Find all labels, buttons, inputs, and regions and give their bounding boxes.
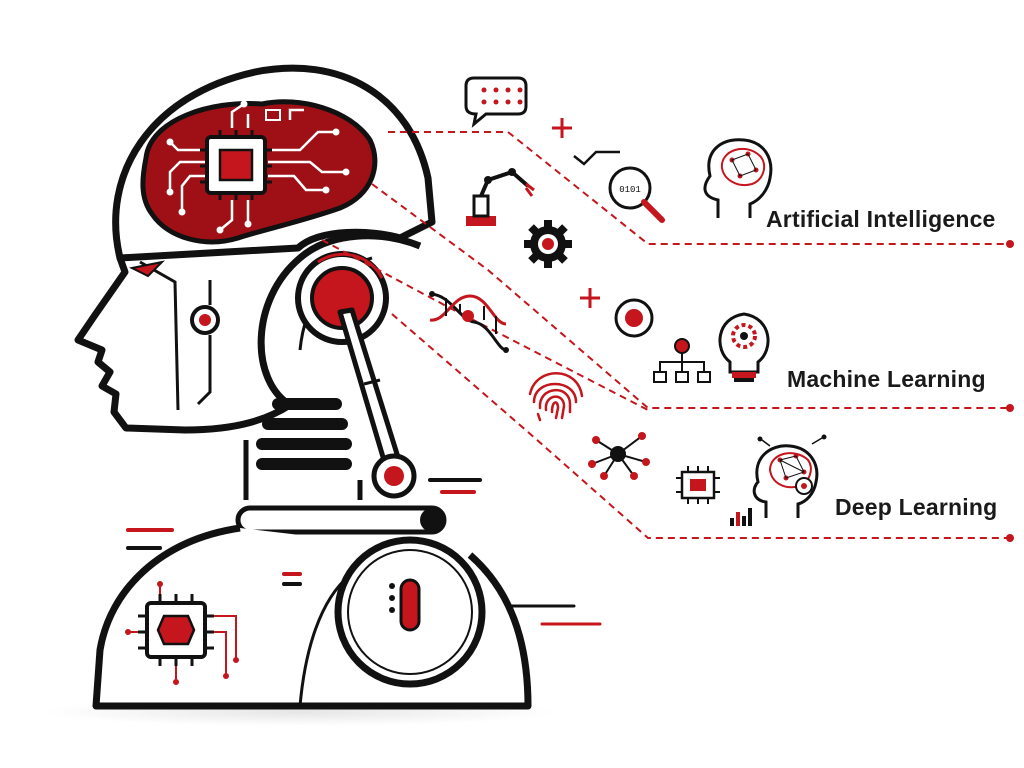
torso-chip bbox=[125, 581, 239, 685]
connector-end-dots bbox=[1006, 240, 1014, 542]
binary-text: 0101 bbox=[619, 185, 641, 195]
neck-joint bbox=[295, 251, 389, 345]
head-arc bbox=[257, 232, 422, 408]
fingerprint-icon bbox=[528, 372, 584, 422]
dna-icon bbox=[429, 291, 509, 353]
connector-dl bbox=[391, 313, 1008, 539]
neck-vents bbox=[256, 398, 352, 470]
robot-eye bbox=[128, 260, 166, 278]
gear-icon bbox=[524, 220, 572, 268]
chest-dial bbox=[334, 536, 486, 688]
neural-network-icon bbox=[588, 432, 650, 480]
robot-arm bbox=[337, 307, 417, 499]
deco-dashes bbox=[126, 478, 602, 626]
target-icon bbox=[614, 298, 654, 338]
connector-ai bbox=[388, 131, 1008, 245]
label-deep-learning: Deep Learning bbox=[835, 494, 998, 520]
plus-icon-2 bbox=[580, 288, 600, 308]
shoulder-bar-cap bbox=[420, 508, 444, 532]
label-machine-learning: Machine Learning bbox=[787, 366, 986, 392]
brain-circuits bbox=[168, 102, 346, 231]
label-artificial-intelligence: Artificial Intelligence bbox=[766, 206, 996, 232]
hierarchy-icon bbox=[653, 338, 711, 383]
bar-chart-icon bbox=[730, 508, 752, 526]
face-circuit bbox=[196, 280, 212, 406]
check-icon bbox=[573, 150, 620, 166]
chat-bubble-icon bbox=[464, 76, 528, 128]
brain-chip bbox=[200, 130, 272, 200]
shoulder-bar bbox=[235, 505, 447, 535]
plus-icon bbox=[552, 118, 572, 138]
lightbulb-gear-icon bbox=[718, 312, 770, 382]
robot-figure bbox=[74, 64, 602, 710]
chip-icon-small bbox=[676, 466, 720, 504]
brain-circuit-dots bbox=[166, 100, 350, 234]
binary-search-icon: 0101 bbox=[608, 166, 665, 223]
brain-mini-rect bbox=[265, 109, 281, 121]
cheek-node-core bbox=[199, 314, 211, 326]
connector-ai-2 bbox=[371, 183, 1008, 409]
robot-face bbox=[74, 254, 294, 434]
head-network-icon-dl bbox=[752, 434, 827, 518]
head-brain-icon-ai bbox=[703, 138, 773, 218]
robot-arm-icon bbox=[466, 168, 535, 226]
neck-sides bbox=[243, 440, 363, 500]
